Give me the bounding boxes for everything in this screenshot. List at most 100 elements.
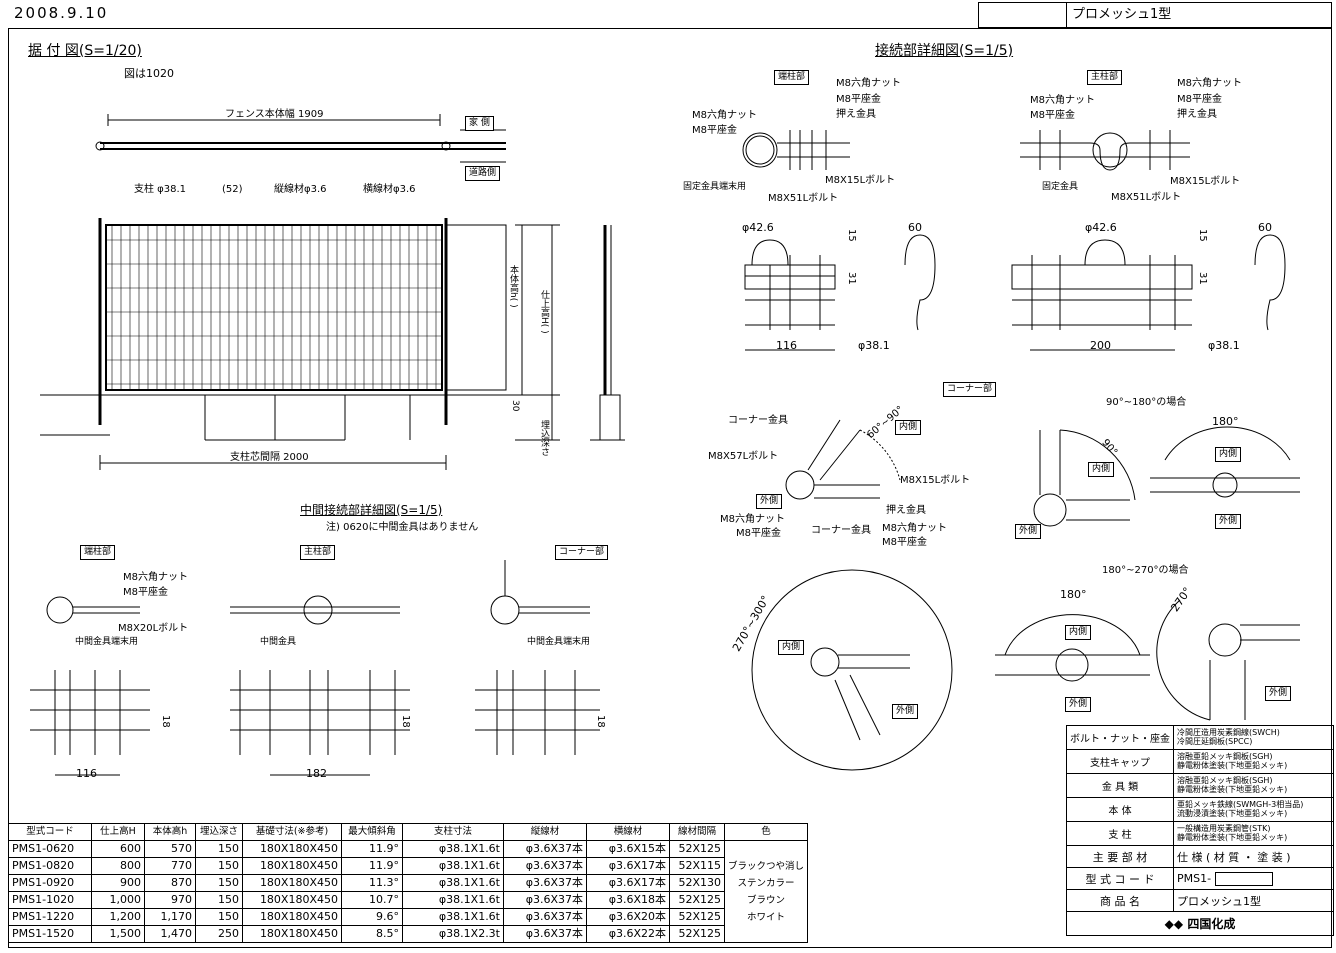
- product-title: プロメッシュ1型: [1072, 7, 1172, 22]
- spec-header: 本体高h: [144, 823, 196, 841]
- material-row: 金 具 類溶融亜鉛メッキ鋼板(SGH)静電粉体塗装(下地亜鉛メッキ): [1066, 773, 1334, 798]
- fence-width-label: フェンス本体幅 1909: [225, 109, 324, 120]
- mid-washer: M8平座金: [123, 587, 168, 598]
- outer-tag-5: 外側: [1265, 686, 1292, 701]
- main-post-tag: 主柱部: [1087, 70, 1123, 85]
- case-90-180: 90°~180°の場合: [1106, 397, 1187, 408]
- spec-cell: PMS1-0920: [8, 874, 92, 892]
- spec-cell: 180X180X450: [242, 874, 342, 892]
- spec-cell: 1,170: [144, 908, 196, 926]
- material-row: 支柱キャップ溶融亜鉛メッキ鋼板(SGH)静電粉体塗装(下地亜鉛メッキ): [1066, 749, 1334, 774]
- mid-dim-18-3: 18: [595, 715, 606, 728]
- spec-cell: 8.5°: [341, 925, 403, 943]
- dim-60-2: 60: [1258, 221, 1272, 234]
- conn-bolt15: M8X15Lボルト: [825, 175, 896, 186]
- conn-washer-3: M8平座金: [1030, 110, 1075, 121]
- material-spec-line: 一般構造用炭素鋼管(STK): [1177, 823, 1271, 833]
- spec-header: 埋込深さ: [195, 823, 243, 841]
- materials-table: ボルト・ナット・座金冷間圧造用炭素鋼線(SWCH)冷間圧延鋼板(SPCC)支柱キ…: [1066, 725, 1334, 936]
- spec-cell: 1,200: [91, 908, 145, 926]
- code-value: PMS1-: [1177, 871, 1212, 885]
- middle-note: 注) 0620に中間金具はありません: [326, 522, 479, 533]
- inner-tag-3: 内側: [1215, 447, 1242, 462]
- installation-title: 据 付 図(S=1/20): [28, 43, 142, 59]
- code-input-box: [1215, 871, 1274, 886]
- spec-cell: 11.9°: [341, 857, 403, 875]
- color-option: ブラウン: [747, 894, 786, 906]
- spec-cell: φ38.1X1.6t: [402, 874, 504, 892]
- spec-cell: 52X125: [669, 908, 725, 926]
- spec-cell: 180X180X450: [242, 908, 342, 926]
- mid-end-tag: 端柱部: [80, 545, 116, 560]
- conn-end-fix: 固定金具端末用: [683, 182, 747, 192]
- spec-cell: PMS1-0620: [8, 840, 92, 858]
- material-spec: 溶融亜鉛メッキ鋼板(SGH)静電粉体塗装(下地亜鉛メッキ): [1173, 773, 1334, 798]
- material-spec-line: 冷間圧造用炭素鋼線(SWCH): [1177, 727, 1280, 737]
- spec-cell: 52X130: [669, 874, 725, 892]
- spec-cell: PMS1-1020: [8, 891, 92, 909]
- mid-dim-116: 116: [76, 767, 97, 780]
- material-spec-line: 静電粉体塗装(下地亜鉛メッキ): [1177, 832, 1288, 842]
- spec-header: 仕上高H: [91, 823, 145, 841]
- spec-cell: 150: [195, 908, 243, 926]
- company-logo: 四国化成: [1187, 917, 1236, 931]
- corner-fitting-2: コーナー金具: [811, 525, 871, 536]
- conn-nut-5: M8六角ナット: [720, 514, 785, 525]
- dim-phi42-1: φ42.6: [742, 221, 774, 234]
- spec-cell: 870: [144, 874, 196, 892]
- dim-phi38-1: φ38.1: [858, 339, 890, 352]
- inner-tag-4: 内側: [1065, 625, 1092, 640]
- conn-bolt15-2: M8X15Lボルト: [1170, 176, 1241, 187]
- end-post-tag: 端柱部: [774, 70, 810, 85]
- spec-cell: φ3.6X37本: [503, 908, 587, 926]
- material-spec-line: 静電粉体塗装(下地亜鉛メッキ): [1177, 760, 1288, 770]
- conn-press-3: 押え金具: [886, 505, 926, 516]
- connection-title: 接続部詳細図(S=1/5): [875, 43, 1014, 59]
- angle-180-1: 180°: [1212, 415, 1239, 428]
- material-spec: 溶融亜鉛メッキ鋼板(SGH)静電粉体塗装(下地亜鉛メッキ): [1173, 749, 1334, 774]
- spec-cell: φ3.6X37本: [503, 891, 587, 909]
- spec-header-row: 型式コード 仕上高H 本体高h 埋込深さ 基礎寸法(※参考) 最大傾斜角 支柱寸…: [8, 823, 809, 841]
- conn-nut-3: M8六角ナット: [1030, 95, 1095, 106]
- spec-cell: 1,470: [144, 925, 196, 943]
- material-spec-line: 溶融亜鉛メッキ鋼板(SGH): [1177, 751, 1273, 761]
- conn-press-2: 押え金具: [1177, 109, 1217, 120]
- spec-cell: φ3.6X37本: [503, 925, 587, 943]
- inner-tag-1: 内側: [895, 420, 922, 435]
- mid-corner-tag: コーナー部: [555, 545, 609, 560]
- spec-cell: φ3.6X37本: [503, 874, 587, 892]
- spec-header: 最大傾斜角: [341, 823, 403, 841]
- spec-cell: φ3.6X37本: [503, 840, 587, 858]
- pitch-label: (52): [222, 184, 243, 195]
- spec-cell: 570: [144, 840, 196, 858]
- conn-bolt15-3: M8X15Lボルト: [900, 475, 971, 486]
- product-row: 商 品 名 プロメッシュ1型: [1066, 889, 1334, 912]
- main-part-row: 主 要 部 材 仕 様 ( 材 質 ・ 塗 装 ): [1066, 845, 1334, 868]
- color-cell: ブラックつや消しステンカラーブラウンホワイト: [723, 840, 809, 943]
- spec-cell: 600: [91, 840, 145, 858]
- spec-cell: φ3.6X20本: [586, 908, 670, 926]
- spec-cell: φ38.1X1.6t: [402, 908, 504, 926]
- outer-tag-2: 外側: [1015, 524, 1042, 539]
- mid-fitting: 中間金具: [260, 637, 297, 647]
- conn-washer-5: M8平座金: [736, 528, 781, 539]
- spec-cell: 52X125: [669, 840, 725, 858]
- spec-cell: 1,500: [91, 925, 145, 943]
- horizontal-wire-label: 横線材φ3.6: [363, 184, 416, 195]
- conn-washer-6: M8平座金: [882, 537, 927, 548]
- spec-cell: 180X180X450: [242, 925, 342, 943]
- spec-cell: φ3.6X37本: [503, 857, 587, 875]
- dim-15-2: 15: [1197, 229, 1208, 242]
- material-part: 支柱キャップ: [1066, 749, 1174, 774]
- material-spec-line: 冷間圧延鋼板(SPCC): [1177, 736, 1253, 746]
- code-label: 型 式 コ ー ド: [1066, 867, 1174, 890]
- spec-table: 型式コード 仕上高H 本体高h 埋込深さ 基礎寸法(※参考) 最大傾斜角 支柱寸…: [8, 823, 809, 943]
- spec-cell: φ38.1X1.6t: [402, 891, 504, 909]
- color-option: ブラックつや消し: [728, 860, 805, 872]
- spec-cell: φ3.6X15本: [586, 840, 670, 858]
- dim-31-1: 31: [846, 272, 857, 285]
